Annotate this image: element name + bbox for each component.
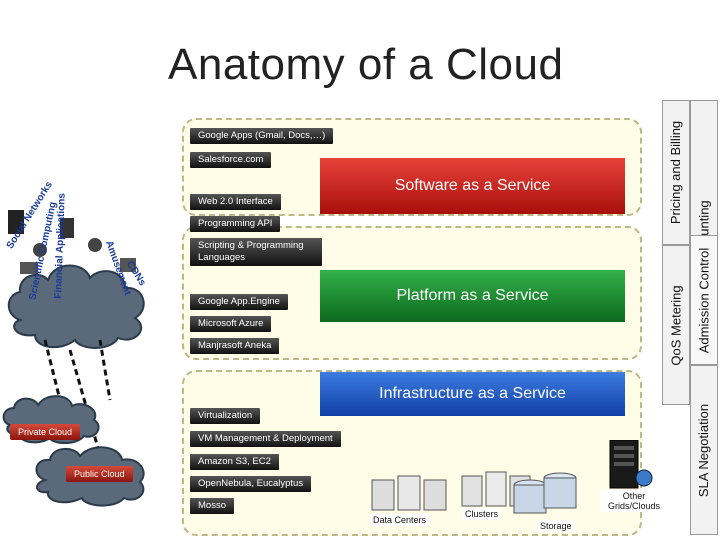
infrastructure-graphic xyxy=(371,440,653,514)
iaas-item-virtualization: Virtualization xyxy=(190,408,261,424)
data-centers-icon xyxy=(371,475,447,511)
private-link-right xyxy=(98,339,112,401)
device-icon-2 xyxy=(60,218,74,238)
paas-item-scripting: Scripting & Programming Languages xyxy=(190,238,322,266)
saas-item-programming-api: Programming API xyxy=(190,216,281,232)
paas-band: Platform as a Service xyxy=(320,270,625,322)
storage-label: Storage xyxy=(537,520,575,532)
sla-label: SLA Negotiation xyxy=(696,403,712,497)
sla-label-wrap: SLA Negotiation xyxy=(690,365,718,535)
other-grids-label: Other Grids/Clouds xyxy=(600,490,668,512)
iaas-item-vm-management: VM Management & Deployment xyxy=(190,431,341,447)
saas-item-web20: Web 2.0 Interface xyxy=(190,194,281,210)
user-icon-2 xyxy=(88,238,102,252)
pricing-label-wrap: Pricing and Billing xyxy=(662,100,690,245)
pricing-bar xyxy=(662,100,690,245)
saas-band: Software as a Service xyxy=(320,158,625,214)
sla-bar xyxy=(690,365,718,535)
public-link xyxy=(68,349,102,456)
iaas-item-mosso: Mosso xyxy=(190,498,234,514)
user-icon-1 xyxy=(33,243,47,257)
public-cloud-label: Public Cloud xyxy=(66,466,133,482)
admission-bar xyxy=(690,235,718,365)
saas-item-google-apps: Google Apps (Gmail, Docs,…) xyxy=(190,128,334,144)
qos-bar xyxy=(662,245,690,405)
paas-item-aneka: Manjrasoft Aneka xyxy=(190,338,280,354)
private-link-left xyxy=(43,339,62,401)
admission-label-wrap: Admission Control xyxy=(690,235,718,365)
other-grids-icon xyxy=(609,440,653,489)
storage-icon xyxy=(513,472,577,514)
qos-label: QoS Metering xyxy=(668,284,684,366)
page-title: Anatomy of a Cloud xyxy=(168,40,564,89)
iaas-band: Infrastructure as a Service xyxy=(320,372,625,416)
paas-item-appengine: Google App.Engine xyxy=(190,294,288,310)
pricing-label: Pricing and Billing xyxy=(668,120,684,225)
qos-label-wrap: QoS Metering xyxy=(662,245,690,405)
iaas-item-amazon: Amazon S3, EC2 xyxy=(190,454,279,470)
paas-item-azure: Microsoft Azure xyxy=(190,316,272,332)
device-icon-4 xyxy=(120,258,136,272)
private-cloud-label: Private Cloud xyxy=(10,424,81,440)
admission-label: Admission Control xyxy=(696,247,712,353)
data-centers-label: Data Centers xyxy=(370,514,430,526)
saas-item-salesforce: Salesforce.com xyxy=(190,152,272,168)
device-icon-1 xyxy=(8,210,24,234)
iaas-item-opennebula: OpenNebula, Eucalyptus xyxy=(190,476,312,492)
clusters-label: Clusters xyxy=(462,508,502,520)
main-cloud-icon xyxy=(7,264,145,349)
clouds-graphic xyxy=(2,210,145,507)
device-icon-3 xyxy=(20,262,38,274)
